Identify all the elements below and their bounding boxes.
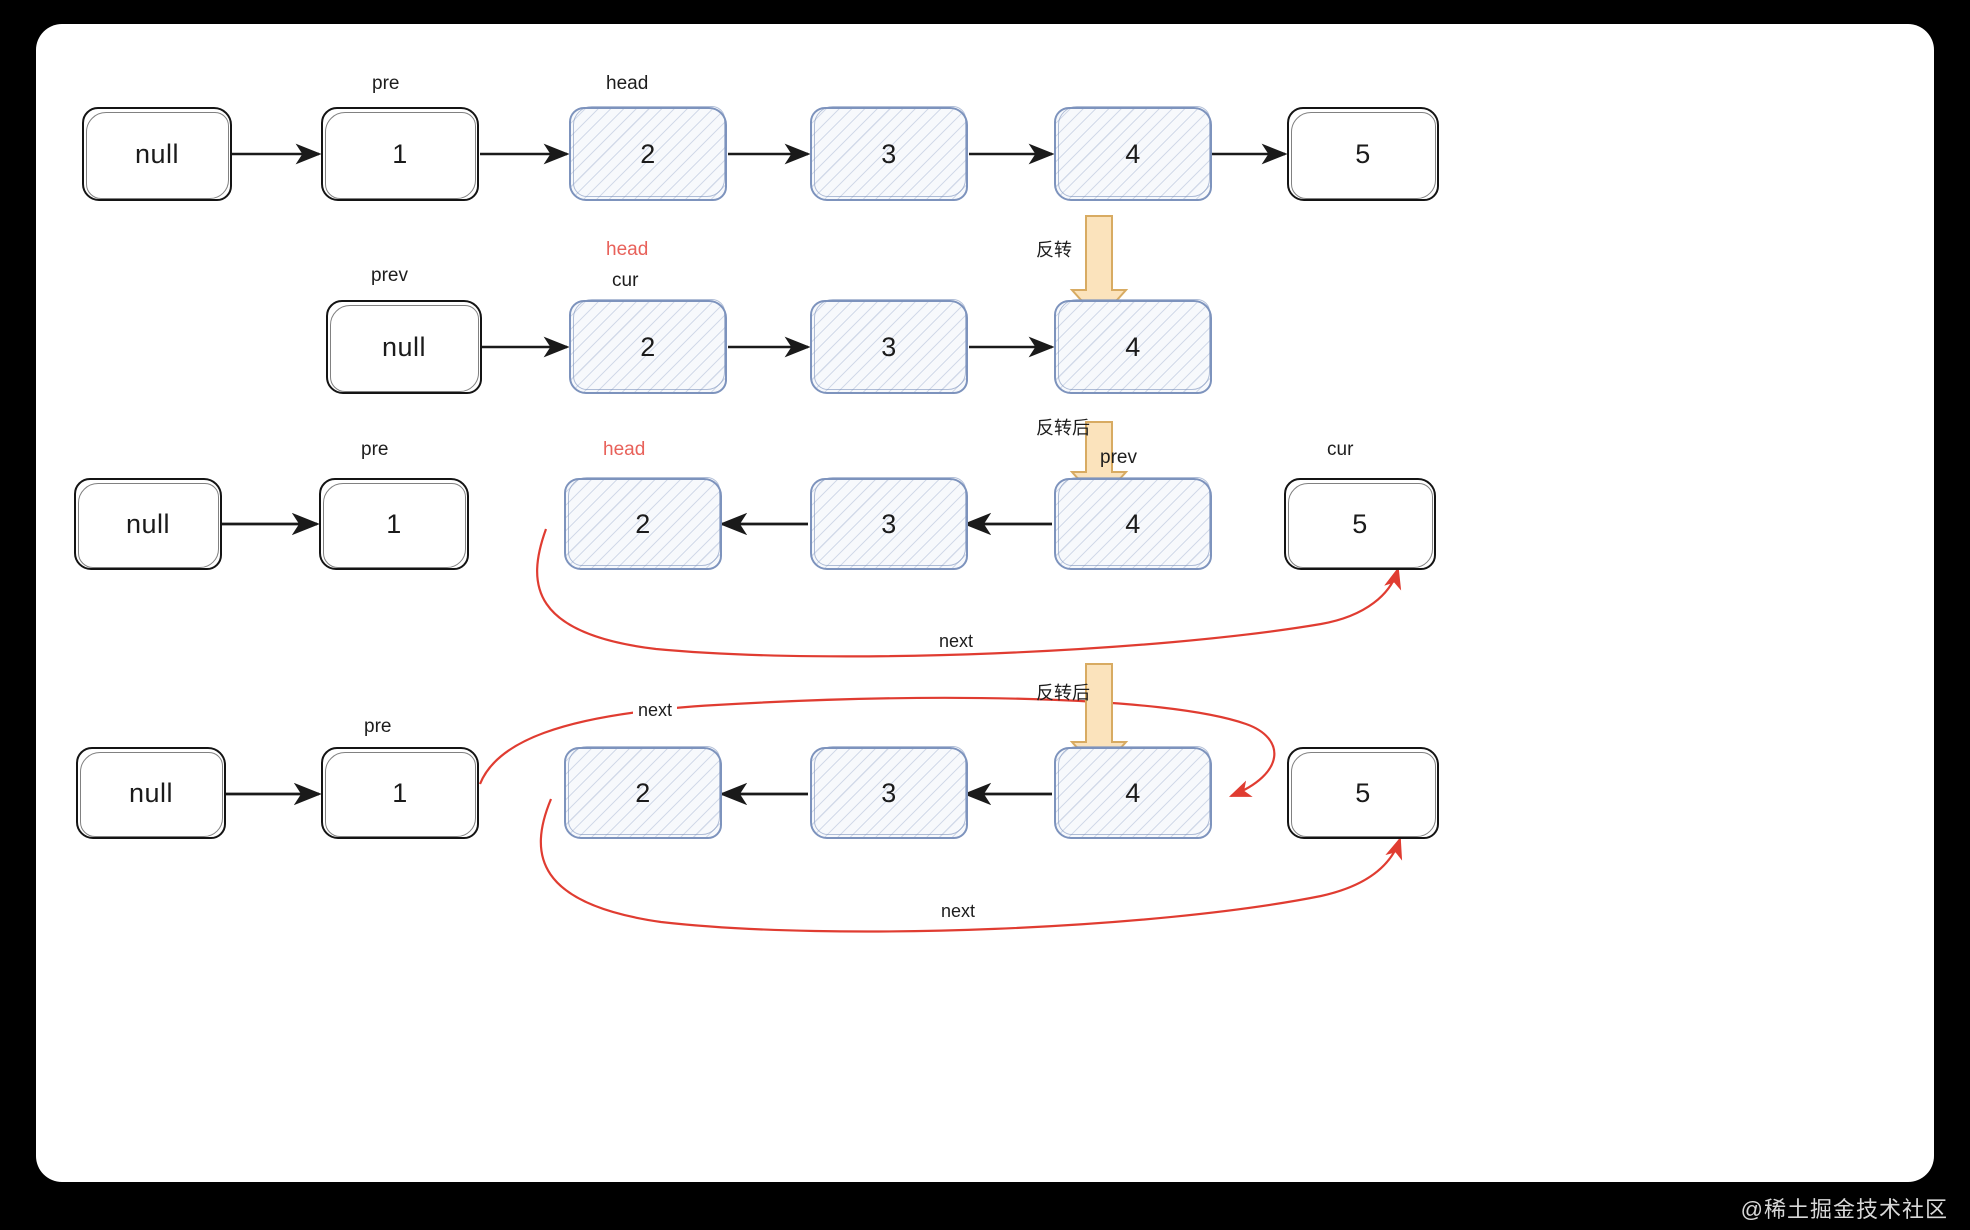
node-row1-null: null — [82, 107, 232, 201]
step-arrow-3-label: 反转后 — [1036, 683, 1090, 703]
node-row2-null: null — [326, 300, 482, 394]
node-value: 2 — [635, 777, 651, 808]
arrows-layer — [222, 143, 1403, 933]
node-row2-4: 4 — [1054, 299, 1212, 394]
node-row3-5: 5 — [1284, 478, 1436, 570]
node-value: null — [125, 508, 171, 539]
node-value: 4 — [1125, 777, 1141, 808]
node-value: 5 — [1355, 138, 1371, 169]
node-value: 4 — [1125, 508, 1141, 539]
node-value: 1 — [392, 777, 408, 808]
node-row3-3: 3 — [810, 477, 968, 570]
node-value: 3 — [881, 331, 897, 362]
node-row3-2: 2 — [564, 477, 722, 570]
node-value: 4 — [1125, 331, 1141, 362]
row-3-pre-label: pre — [361, 439, 389, 460]
row-4-pre-label: pre — [364, 716, 392, 737]
row-3-cur-label: cur — [1327, 439, 1354, 460]
row-1-head-label: head — [606, 73, 649, 94]
node-row1-3: 3 — [810, 106, 968, 201]
watermark: @稀土掘金技术社区 — [1740, 1197, 1948, 1222]
node-value: 5 — [1355, 777, 1371, 808]
row-4-next-bottom-label: next — [936, 901, 981, 922]
node-value: 3 — [881, 138, 897, 169]
node-row2-2: 2 — [569, 299, 727, 394]
node-value: null — [381, 331, 427, 362]
node-row4-5: 5 — [1287, 747, 1439, 839]
node-row1-1: 1 — [321, 107, 479, 201]
node-row4-1: 1 — [321, 747, 479, 839]
row-1-pre-label: pre — [372, 73, 400, 94]
row-4-next-top-label: next — [633, 700, 678, 721]
step-arrow-1-label: 反转 — [1036, 240, 1072, 260]
node-row3-4: 4 — [1054, 477, 1212, 570]
diagram-canvas: pre head null 1 2 3 4 5 反转 head prev cur… — [36, 24, 1934, 1182]
node-value: 3 — [881, 777, 897, 808]
row-3-head-label: head — [603, 439, 646, 460]
node-value: 2 — [640, 331, 656, 362]
node-row1-5: 5 — [1287, 107, 1439, 201]
node-value: 1 — [386, 508, 402, 539]
node-value: null — [134, 138, 180, 169]
node-value: 4 — [1125, 138, 1141, 169]
row-3-next-label: next — [934, 631, 979, 652]
node-row4-4: 4 — [1054, 746, 1212, 839]
node-row4-2: 2 — [564, 746, 722, 839]
node-value: 2 — [640, 138, 656, 169]
row-2-prev-label: prev — [371, 265, 408, 286]
row-2-cur-label: cur — [612, 270, 639, 291]
node-row3-null: null — [74, 478, 222, 570]
node-value: 3 — [881, 508, 897, 539]
node-row2-3: 3 — [810, 299, 968, 394]
node-value: null — [128, 777, 174, 808]
node-row3-1: 1 — [319, 478, 469, 570]
node-row1-2: 2 — [569, 106, 727, 201]
node-row4-null: null — [76, 747, 226, 839]
node-value: 1 — [392, 138, 408, 169]
step-arrow-2-label: 反转后 — [1036, 418, 1090, 438]
node-row1-4: 4 — [1054, 106, 1212, 201]
node-row4-3: 3 — [810, 746, 968, 839]
row-2-head-label: head — [606, 239, 649, 260]
row-3-prev-label: prev — [1100, 447, 1137, 468]
node-value: 5 — [1352, 508, 1368, 539]
node-value: 2 — [635, 508, 651, 539]
